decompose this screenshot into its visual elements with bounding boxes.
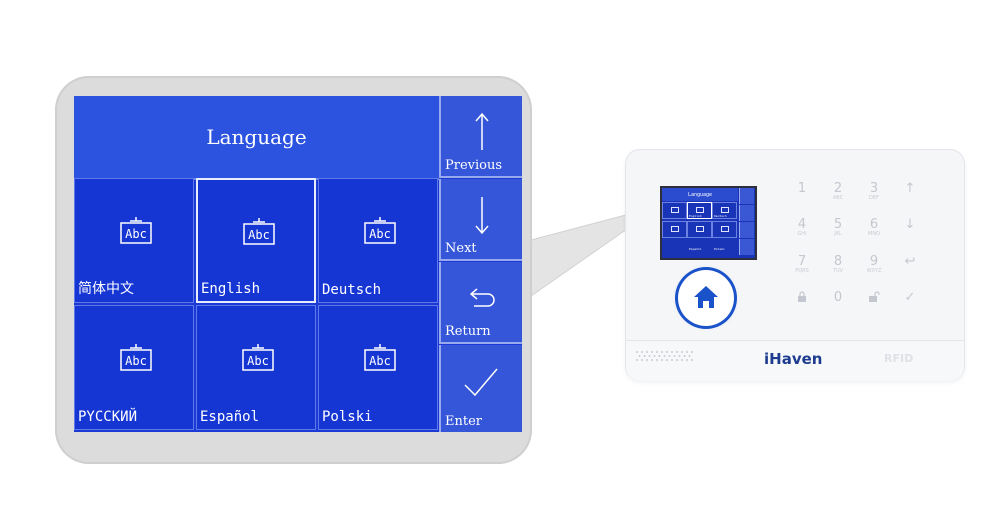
previous-label: Previous — [445, 158, 503, 173]
svg-text:Abc: Abc — [248, 228, 270, 242]
language-label: Polski — [322, 409, 373, 425]
mini-next-button — [739, 205, 754, 221]
key-enter[interactable]: ✓ — [904, 290, 916, 305]
svg-text:Abc: Abc — [125, 354, 147, 368]
return-label: Return — [445, 324, 491, 339]
svg-text:Abc: Abc — [247, 354, 269, 368]
mini-cell-selected — [687, 202, 712, 219]
key-return[interactable]: ↩ — [904, 254, 916, 269]
previous-button[interactable]: Previous — [439, 96, 522, 178]
arrow-down-icon — [475, 197, 489, 235]
return-button[interactable]: Return — [439, 262, 522, 344]
key-up[interactable]: ↑ — [904, 181, 916, 196]
language-option-english[interactable]: Abc English — [196, 178, 316, 303]
mini-label: Polski — [714, 247, 725, 251]
mini-cell — [712, 221, 737, 238]
language-option-chinese[interactable]: Abc 简体中文 — [74, 178, 194, 303]
mini-return-button — [739, 222, 754, 238]
arrow-up-icon — [475, 112, 489, 150]
abc-icon: Abc — [243, 218, 275, 245]
svg-text:Abc: Abc — [369, 227, 391, 241]
language-option-spanish[interactable]: Abc Español — [196, 305, 316, 430]
mini-cell — [662, 221, 687, 238]
next-button[interactable]: Next — [439, 179, 522, 261]
mini-enter-button — [739, 239, 754, 255]
key-unlock[interactable] — [864, 291, 884, 306]
return-icon — [469, 288, 495, 307]
abc-icon: Abc — [364, 217, 396, 244]
key-1[interactable]: 1 — [797, 181, 807, 196]
brand-logo: iHaven — [764, 350, 823, 368]
key-0[interactable]: 0 — [833, 290, 843, 305]
language-grid: Abc 简体中文 Abc English Abc Deutsch — [74, 178, 439, 432]
lock-icon — [798, 291, 806, 302]
key-lock[interactable] — [792, 291, 812, 306]
mini-lcd-screen: Language English Deutsch Español Polski — [660, 186, 757, 260]
language-label: Español — [200, 409, 260, 425]
rfid-mark: RFID — [884, 352, 914, 365]
language-option-german[interactable]: Abc Deutsch — [318, 178, 438, 303]
mini-cell — [662, 202, 687, 219]
svg-text:Abc: Abc — [369, 354, 391, 368]
page-title: Language — [206, 125, 307, 149]
enter-button[interactable]: Enter — [439, 345, 522, 432]
language-option-polish[interactable]: Abc Polski — [318, 305, 438, 430]
language-label: English — [201, 281, 261, 297]
language-option-russian[interactable]: Abc PYCCKИЙ — [74, 305, 194, 430]
svg-text:Abc: Abc — [125, 227, 147, 241]
abc-icon: Abc — [120, 344, 152, 371]
language-label: PYCCKИЙ — [78, 409, 138, 425]
key-down[interactable]: ↓ — [904, 217, 916, 232]
home-icon — [694, 286, 718, 308]
lcd-screen: Language Abc 简体中文 Abc English — [74, 96, 522, 432]
mini-label: English — [689, 214, 702, 218]
language-label: Deutsch — [322, 282, 382, 298]
speaker-grille — [636, 351, 693, 361]
home-button[interactable] — [678, 270, 734, 326]
mini-cell — [712, 202, 737, 219]
next-label: Next — [445, 241, 477, 256]
abc-icon: Abc — [120, 217, 152, 244]
language-header: Language — [74, 96, 439, 180]
mini-label: Español — [689, 247, 702, 251]
abc-icon: Abc — [242, 344, 274, 371]
mini-previous-button — [739, 188, 754, 204]
checkmark-icon — [464, 368, 498, 397]
mini-label: Deutsch — [714, 214, 727, 218]
enter-label: Enter — [445, 414, 482, 429]
mini-title: Language — [662, 188, 738, 201]
side-button-column: Previous Next Return Enter — [439, 96, 522, 432]
unlock-icon — [869, 291, 880, 302]
mini-cell — [687, 221, 712, 238]
language-label: 简体中文 — [78, 281, 134, 297]
abc-icon: Abc — [364, 344, 396, 371]
